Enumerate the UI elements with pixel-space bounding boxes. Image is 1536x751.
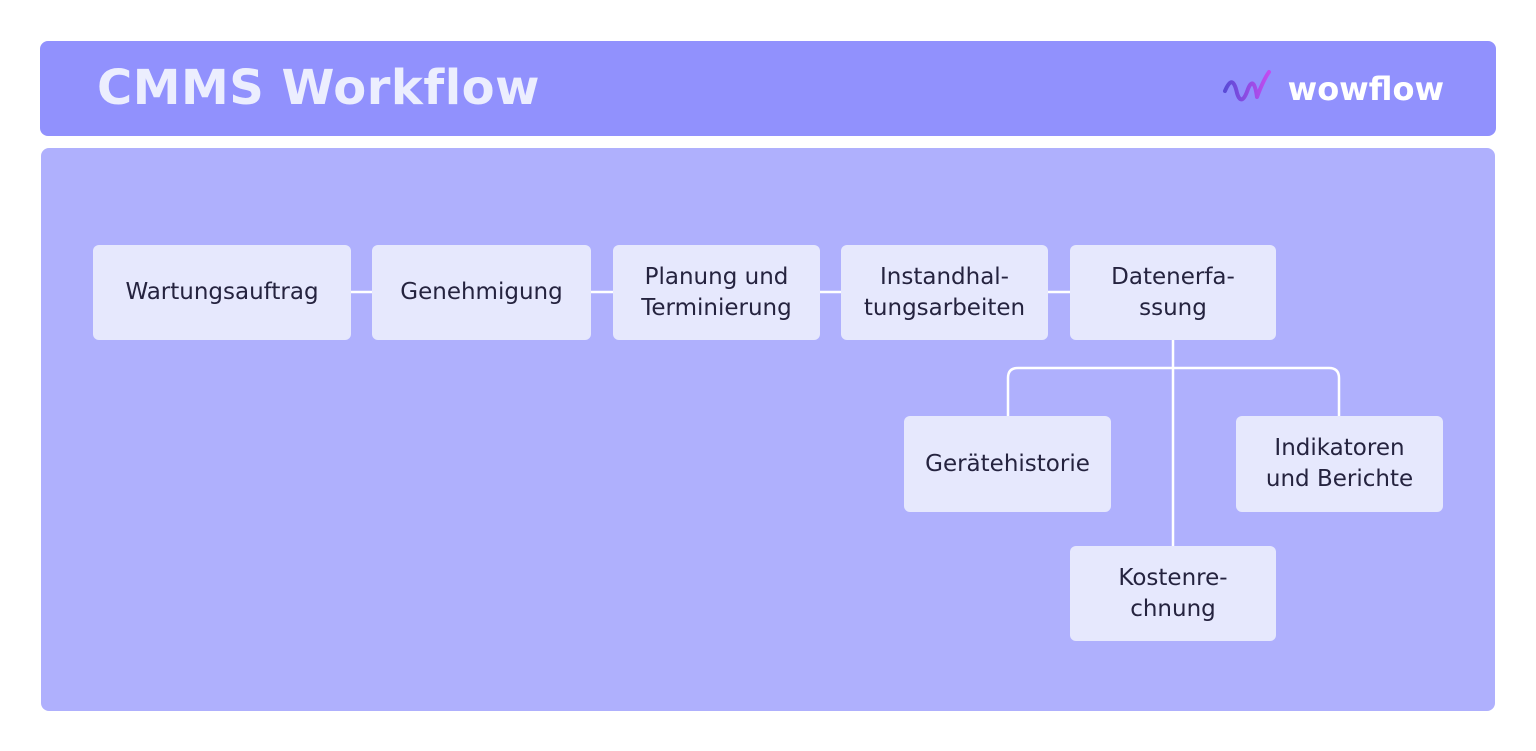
- page-title: CMMS Workflow: [97, 60, 540, 116]
- node-wartungsauftrag: Wartungsauftrag: [93, 245, 351, 340]
- brand-name: wowflow: [1287, 69, 1444, 108]
- header-bar: CMMS Workflow wowflow: [40, 41, 1496, 136]
- node-label: Instandhal- tungsarbeiten: [863, 263, 1026, 321]
- wave-check-icon: [1222, 69, 1271, 101]
- node-label: Kostenre- chnung: [1118, 564, 1228, 622]
- node-indikatoren: Indikatoren und Berichte: [1236, 416, 1443, 512]
- node-instandhaltung: Instandhal- tungsarbeiten: [841, 245, 1048, 340]
- node-genehmigung: Genehmigung: [372, 245, 591, 340]
- node-label: Wartungsauftrag: [125, 279, 319, 305]
- node-label: Indikatoren und Berichte: [1265, 435, 1414, 492]
- node-label: Datenerfa- ssung: [1111, 263, 1235, 321]
- node-label: Gerätehistorie: [925, 450, 1090, 477]
- node-datenerfassung: Datenerfa- ssung: [1070, 245, 1276, 340]
- node-geraetehistorie: Gerätehistorie: [904, 416, 1111, 512]
- node-planung: Planung und Terminierung: [613, 245, 820, 340]
- node-kostenrechnung: Kostenre- chnung: [1070, 546, 1276, 641]
- node-label: Planung und Terminierung: [641, 263, 792, 321]
- node-label: Genehmigung: [400, 279, 563, 305]
- brand-logo: wowflow: [1222, 41, 1444, 136]
